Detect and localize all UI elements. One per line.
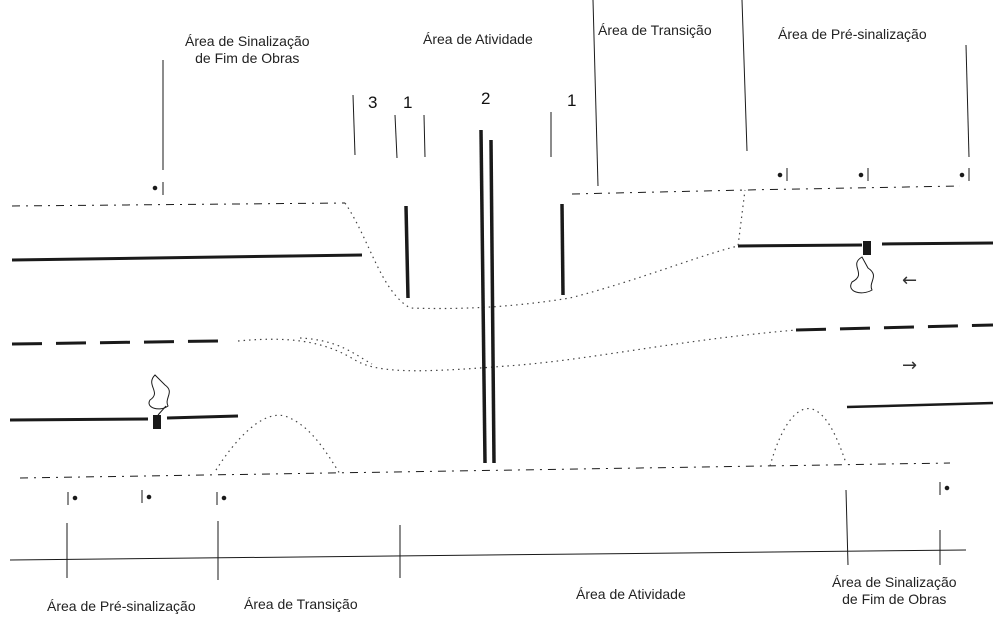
- leader-top-2: [352, 94, 356, 156]
- label-top-activity: Área de Atividade: [423, 31, 533, 47]
- flagger-right: [850, 241, 874, 294]
- label-bottom-transition: Área de Transição: [244, 596, 358, 612]
- leader-top-6: [592, 0, 599, 187]
- lane-edge-line-left-bottom-a: [9, 417, 149, 422]
- arrow-right-icon: →: [902, 355, 918, 376]
- label-bottom-pre-signal: Área de Pré-sinalização: [47, 598, 196, 614]
- label-top-pre-signal: Área de Pré-sinalização: [778, 26, 927, 42]
- barrier-right: [560, 203, 565, 296]
- label-top-end-of-works-text: Área de Sinalização de Fim de Obras: [185, 33, 310, 66]
- label-top-transition: Área de Transição: [598, 22, 712, 38]
- leader-top-4: [423, 114, 426, 158]
- lane-edge-line-right-bottom: [846, 401, 994, 409]
- barrier-center-b: [489, 139, 496, 464]
- lane-edge-line-right-top-b: [881, 241, 994, 246]
- lane-edge-line-right-top-a: [737, 243, 863, 248]
- sign-post-bottom-1: [67, 492, 78, 505]
- leader-top-8: [965, 44, 970, 158]
- road-edge-top-left: [11, 202, 346, 207]
- barrier-left: [404, 205, 410, 299]
- sign-post-bottom-3: [216, 492, 227, 505]
- bulge-right: [769, 408, 847, 467]
- label-bottom-activity: Área de Atividade: [576, 586, 686, 602]
- bottom-baseline: [9, 549, 967, 561]
- marker-3: 3: [368, 93, 378, 112]
- bulge-left: [215, 414, 341, 475]
- taper-top: [344, 189, 746, 310]
- sign-post-top-4: [959, 168, 970, 181]
- tick-bottom-4: [845, 489, 849, 566]
- marker-1-right: 1: [567, 91, 577, 110]
- label-bottom-end-of-works-text: Área de Sinalização de Fim de Obras: [832, 574, 957, 607]
- sign-post-top-1: [152, 182, 164, 195]
- road-edge-top-right: [571, 185, 961, 195]
- marker-1-left: 1: [403, 93, 413, 112]
- leader-top-3: [394, 114, 398, 159]
- sign-post-top-3: [858, 168, 869, 181]
- lane-edge-line-left-top: [11, 253, 363, 262]
- marker-2: 2: [481, 89, 491, 108]
- taper-middle: [237, 329, 797, 372]
- center-line-left: [11, 339, 219, 346]
- sign-post-bottom-2: [141, 490, 152, 503]
- taper-middle-upper: [299, 337, 373, 365]
- flagger-left: [148, 374, 170, 429]
- barrier-center-a: [479, 129, 487, 464]
- leader-top-7: [741, 0, 748, 152]
- label-top-end-of-works: Área de Sinalização de Fim de Obras: [185, 33, 310, 67]
- center-line-right: [795, 323, 994, 332]
- arrow-left-icon: ←: [902, 270, 918, 291]
- label-bottom-end-of-works: Área de Sinalização de Fim de Obras: [832, 574, 957, 608]
- sign-post-bottom-4: [939, 482, 950, 495]
- road-edge-bottom: [19, 462, 951, 479]
- lane-edge-line-left-bottom-b: [166, 414, 239, 420]
- sign-post-top-2: [777, 168, 788, 181]
